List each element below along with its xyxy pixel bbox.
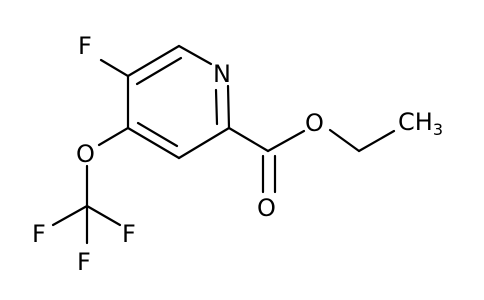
bond-c3-f bbox=[99, 58, 130, 78]
atom-ch3-main: CH bbox=[398, 108, 433, 136]
bond-n-c1-double bbox=[214, 88, 219, 126]
bond-cester-oester bbox=[266, 129, 306, 153]
atom-f-cf3-right: F bbox=[122, 220, 136, 248]
bond-cf3-f1 bbox=[51, 204, 89, 227]
bond-ch2-ch3 bbox=[357, 129, 396, 153]
bond-c2-n bbox=[177, 44, 213, 66]
atom-f-cf3-left: F bbox=[32, 220, 46, 248]
pyridine-ring bbox=[126, 44, 231, 160]
bond-c1-c6 bbox=[177, 126, 231, 160]
atom-o-ester: O bbox=[305, 109, 324, 137]
bond-c3-c2-double bbox=[135, 56, 183, 86]
bond-c6-c5 bbox=[126, 126, 181, 160]
bond-c3-c2 bbox=[126, 44, 181, 78]
bond-c6-c5-double bbox=[136, 121, 179, 148]
substituent-bonds bbox=[51, 58, 396, 245]
bond-c1-cester bbox=[227, 126, 270, 153]
bond-oester-ch2 bbox=[328, 128, 361, 153]
atom-ch3-subscript: 3 bbox=[433, 120, 443, 139]
atom-o-carbonyl: O bbox=[257, 194, 276, 222]
atom-labels: N F O F F F O O CH3 bbox=[32, 32, 443, 276]
atom-n: N bbox=[213, 60, 231, 88]
bond-c5-o bbox=[97, 126, 130, 147]
atom-f-ring: F bbox=[78, 32, 92, 60]
atom-o-ether: O bbox=[76, 140, 95, 168]
atom-ch3: CH3 bbox=[398, 108, 443, 139]
atom-f-cf3-bottom: F bbox=[77, 248, 91, 276]
bond-cf3-f2 bbox=[85, 204, 122, 227]
bond-n-c1 bbox=[226, 84, 231, 130]
